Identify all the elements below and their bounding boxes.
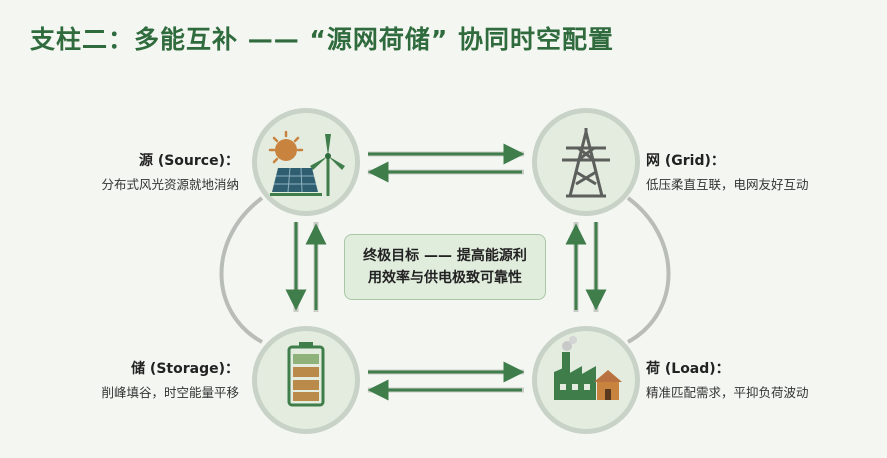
left-loop-connector — [219, 196, 264, 344]
load-desc: 精准匹配需求，平抑负荷波动 — [646, 385, 809, 400]
source-name: 源 (Source)： — [138, 153, 239, 169]
goal-line-2: 用效率与供电极致可靠性 — [368, 270, 522, 286]
storage-name: 储 (Storage)： — [131, 361, 239, 377]
storage-desc: 削峰填谷，时空能量平移 — [101, 385, 239, 400]
source-label: 源 (Source)： 分布式风光资源就地消纳 — [101, 150, 239, 193]
goal-line-1: 终极目标 —— 提高能源利 — [363, 248, 527, 264]
factory-house-icon — [554, 336, 622, 400]
battery-icon — [287, 342, 325, 407]
source-desc: 分布式风光资源就地消纳 — [101, 177, 239, 192]
right-loop-connector — [626, 196, 671, 344]
storage-node — [252, 326, 360, 434]
transmission-tower-icon — [562, 128, 610, 198]
source-node — [252, 108, 360, 216]
solar-wind-icon — [268, 130, 345, 196]
storage-label: 储 (Storage)： 削峰填谷，时空能量平移 — [101, 358, 239, 401]
grid-node — [532, 108, 640, 216]
grid-name: 网 (Grid)： — [646, 153, 725, 169]
load-name: 荷 (Load)： — [646, 361, 730, 377]
grid-desc: 低压柔直互联，电网友好互动 — [646, 177, 809, 192]
goal-box: 终极目标 —— 提高能源利 用效率与供电极致可靠性 — [344, 234, 546, 300]
grid-label: 网 (Grid)： 低压柔直互联，电网友好互动 — [646, 150, 809, 193]
load-node — [532, 326, 640, 434]
load-label: 荷 (Load)： 精准匹配需求，平抑负荷波动 — [646, 358, 809, 401]
page-title: 支柱二：多能互补 —— “源网荷储” 协同时空配置 — [30, 25, 614, 54]
